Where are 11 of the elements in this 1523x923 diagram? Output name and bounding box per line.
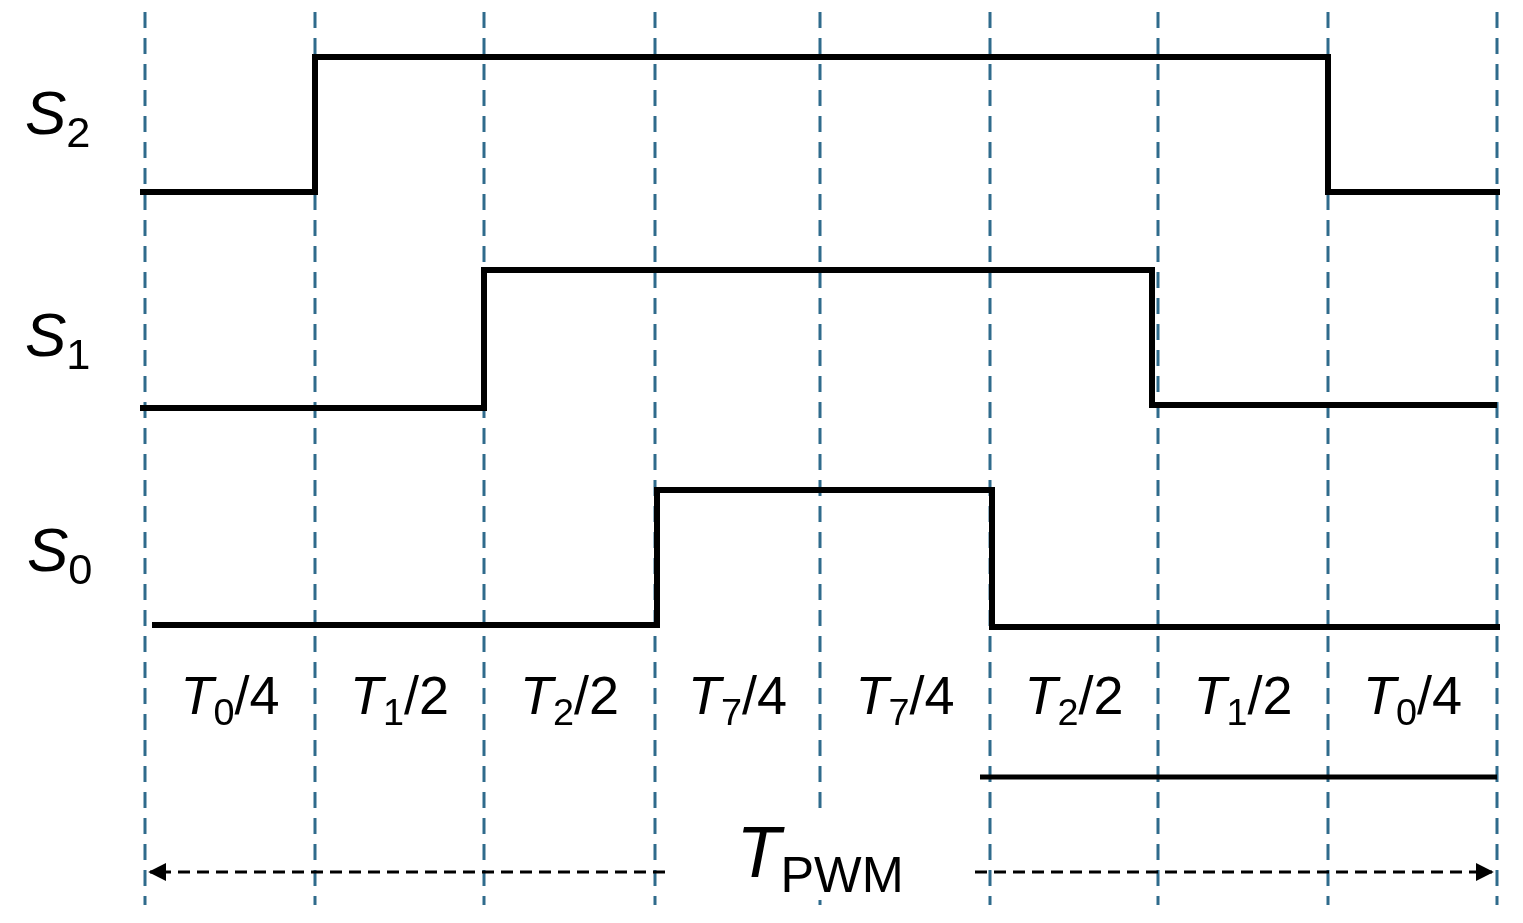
interval-label: T$_{2}$/2 — [520, 668, 620, 733]
signal-label: S$_{1}$ — [25, 304, 91, 377]
interval-label: T$_{1}$/2 — [1193, 668, 1293, 733]
signal-label: S$_{2}$ — [25, 82, 91, 155]
interval-label: T$_{0}$/4 — [180, 668, 280, 733]
interval-label: T$_{7}$/4 — [688, 668, 788, 733]
interval-label: T$_{7}$/4 — [855, 668, 955, 733]
signal-label: S$_{0}$ — [27, 519, 93, 592]
interval-label: T$_{0}$/4 — [1363, 668, 1463, 733]
interval-label: T$_{2}$/2 — [1024, 668, 1124, 733]
interval-label: T$_{1}$/2 — [350, 668, 450, 733]
